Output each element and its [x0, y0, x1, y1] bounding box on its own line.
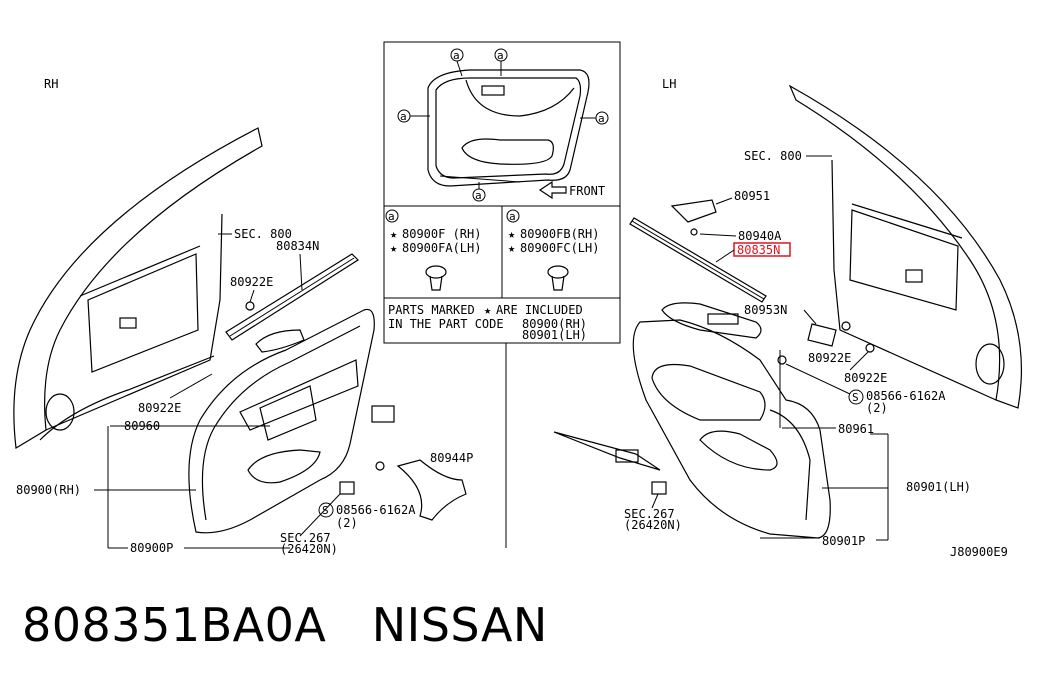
rh-80922E-label-a: 80922E: [230, 275, 273, 289]
svg-text:a: a: [453, 49, 460, 62]
svg-text:a: a: [598, 112, 605, 125]
lh-belt-molding-80835N: [629, 217, 767, 303]
front-arrow-icon: [538, 180, 567, 200]
lh-connector-icon: [651, 481, 667, 495]
diagram-code: J80900E9: [950, 545, 1008, 559]
rh-80834N-label: 80834N: [276, 239, 319, 253]
note-code1: 80900(RH): [522, 317, 587, 331]
front-label: FRONT: [569, 184, 605, 198]
rh-clip-icon: [245, 301, 255, 311]
rh-sec267-label: SEC.267: [280, 531, 331, 545]
lh-80961-label: 80961: [838, 422, 874, 436]
rh-cover-80944P: [396, 459, 467, 521]
note-line2: IN THE PART CODE: [388, 317, 504, 331]
lh-80940A-label: 80940A: [738, 229, 782, 243]
lh-80835N-highlight-box: [733, 242, 791, 257]
rh-80900RH-label: 80900(RH): [16, 483, 81, 497]
rh-80900P-label: 80900P: [130, 541, 173, 555]
note-line1b: ARE INCLUDED: [496, 303, 583, 317]
rh-screw-label: 08566-6162A: [336, 503, 416, 517]
rh-door-frame: [13, 127, 263, 449]
lh-screw-label: 08566-6162A: [866, 389, 946, 403]
lh-screw-icon: S: [848, 389, 864, 405]
left-cell-callout: [385, 209, 399, 223]
clip-icon: [547, 265, 569, 291]
note-line1: PARTS MARKED: [388, 303, 475, 317]
inset-box: a a a a a FRONT a ★ 80900F (RH) ★ 80900F…: [383, 41, 621, 548]
lh-screw-qty: (2): [866, 401, 888, 415]
lh-80922E-label-a: 80922E: [808, 351, 851, 365]
lh-80951-label: 80951: [734, 189, 770, 203]
rh-sec800-label: SEC. 800: [234, 227, 292, 241]
left-cell-line2: 80900FA(LH): [402, 241, 481, 255]
lh-80835N-label: 80835N: [737, 243, 780, 257]
footer: 808351BA0A NISSAN: [22, 598, 548, 652]
star-icon: ★: [390, 241, 397, 255]
star-icon: ★: [390, 227, 397, 241]
svg-text:a: a: [388, 210, 395, 223]
inset-door-trim: [427, 69, 590, 187]
right-cell-callout: [506, 209, 520, 223]
svg-text:S: S: [322, 504, 329, 517]
lh-80901P-label: 80901P: [822, 534, 865, 548]
lh-door-trim-80901: [632, 319, 831, 539]
svg-text:a: a: [400, 110, 407, 123]
clip-icon: [425, 265, 447, 291]
svg-text:a: a: [497, 49, 504, 62]
lh-garnish-80951: [670, 199, 717, 223]
lh-80953N-label: 80953N: [744, 303, 787, 317]
part-number: 808351BA0A: [22, 598, 327, 652]
rh-screw-icon: S: [318, 502, 334, 518]
lh-clip-80940A: [690, 228, 698, 236]
lh-door-frame: [788, 84, 1022, 409]
lh-bracket-icon: [777, 321, 875, 365]
right-cell-line1: 80900FB(RH): [520, 227, 599, 241]
svg-text:a: a: [475, 189, 482, 202]
lh-side-label: LH: [662, 77, 676, 91]
rh-screw-qty: (2): [336, 516, 358, 530]
rh-bracket: [339, 461, 385, 495]
lh-switch-bezel: [661, 302, 762, 339]
lh-sec267-label: SEC.267: [624, 507, 675, 521]
lh-sec267-sub: (26420N): [624, 518, 682, 532]
lh-lower-trim: [553, 431, 661, 471]
rh-door-trim-80900: [188, 308, 395, 534]
rh-80922E-label-b: 80922E: [138, 401, 181, 415]
right-cell-line2: 80900FC(LH): [520, 241, 599, 255]
lh-80901LH-label: 80901(LH): [906, 480, 971, 494]
inset-callouts: a a a a a: [397, 48, 609, 202]
rh-sec267-sub: (26420N): [280, 542, 338, 556]
star-icon: ★: [508, 241, 515, 255]
svg-text:S: S: [852, 391, 859, 404]
left-cell-line1: 80900F (RH): [402, 227, 481, 241]
lh-sec800-label: SEC. 800: [744, 149, 802, 163]
star-icon: ★: [484, 303, 491, 317]
rh-80944P-label: 80944P: [430, 451, 473, 465]
star-icon: ★: [508, 227, 515, 241]
rh-side-label: RH: [44, 77, 58, 91]
lh-80922E-label-b: 80922E: [844, 371, 887, 385]
rh-pull-handle: [255, 329, 305, 353]
brand-name: NISSAN: [371, 598, 548, 652]
svg-text:a: a: [509, 210, 516, 223]
note-code2: 80901(LH): [522, 328, 587, 342]
rh-belt-molding-80834N: [225, 253, 359, 341]
